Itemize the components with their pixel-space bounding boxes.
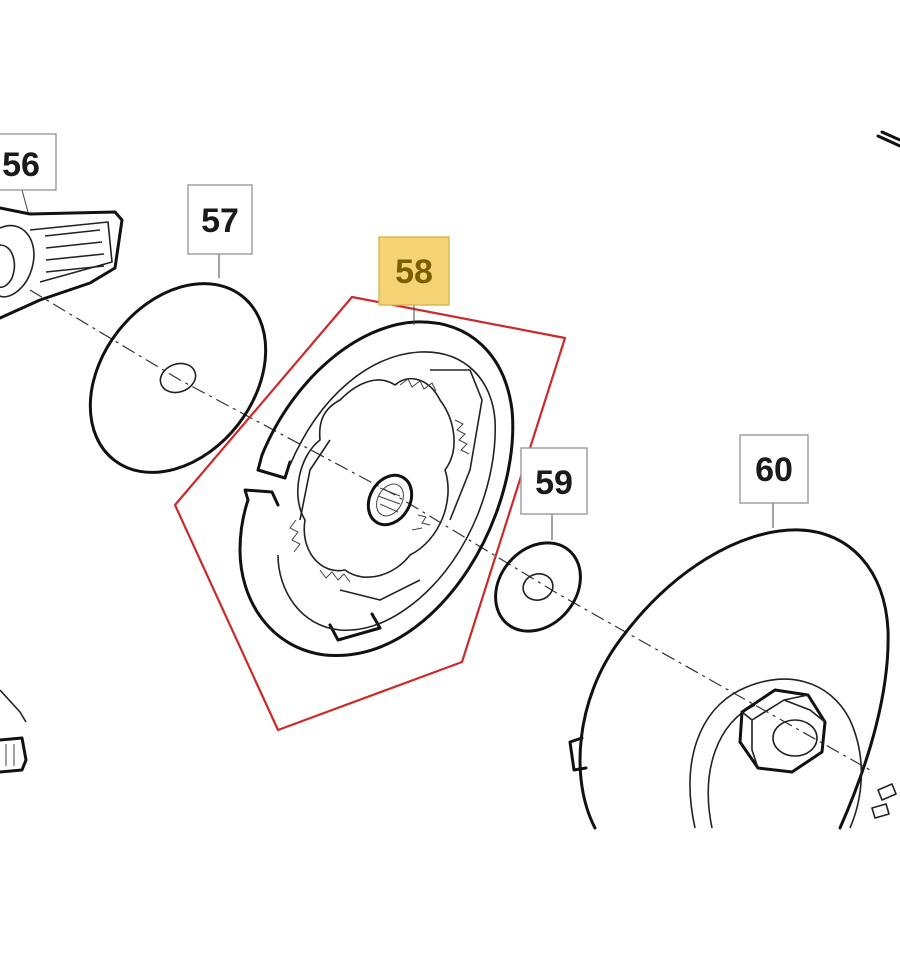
callout-56[interactable]: 56 [0, 133, 57, 191]
callout-59[interactable]: 59 [520, 447, 588, 515]
adjacent-part-fragment-left [0, 689, 28, 774]
part-58-clutch[interactable] [238, 320, 515, 657]
callout-60[interactable]: 60 [739, 434, 809, 504]
callout-58[interactable]: 58 [378, 236, 450, 306]
callout-57[interactable]: 57 [187, 184, 253, 255]
svg-text:58: 58 [395, 253, 433, 291]
adjacent-part-fragment [876, 130, 900, 148]
part-59-small-washer[interactable] [478, 526, 598, 648]
assembly-axis-line [29, 289, 871, 771]
svg-text:59: 59 [535, 464, 573, 502]
part-56-housing[interactable] [0, 206, 124, 320]
leader-line-56 [21, 189, 29, 213]
svg-text:57: 57 [201, 202, 239, 240]
part-57-washer[interactable] [54, 249, 302, 506]
part-60-clutch-drum[interactable] [568, 528, 897, 830]
svg-text:60: 60 [755, 451, 793, 489]
part-58-selection-outline [173, 295, 567, 732]
svg-text:56: 56 [2, 146, 40, 184]
